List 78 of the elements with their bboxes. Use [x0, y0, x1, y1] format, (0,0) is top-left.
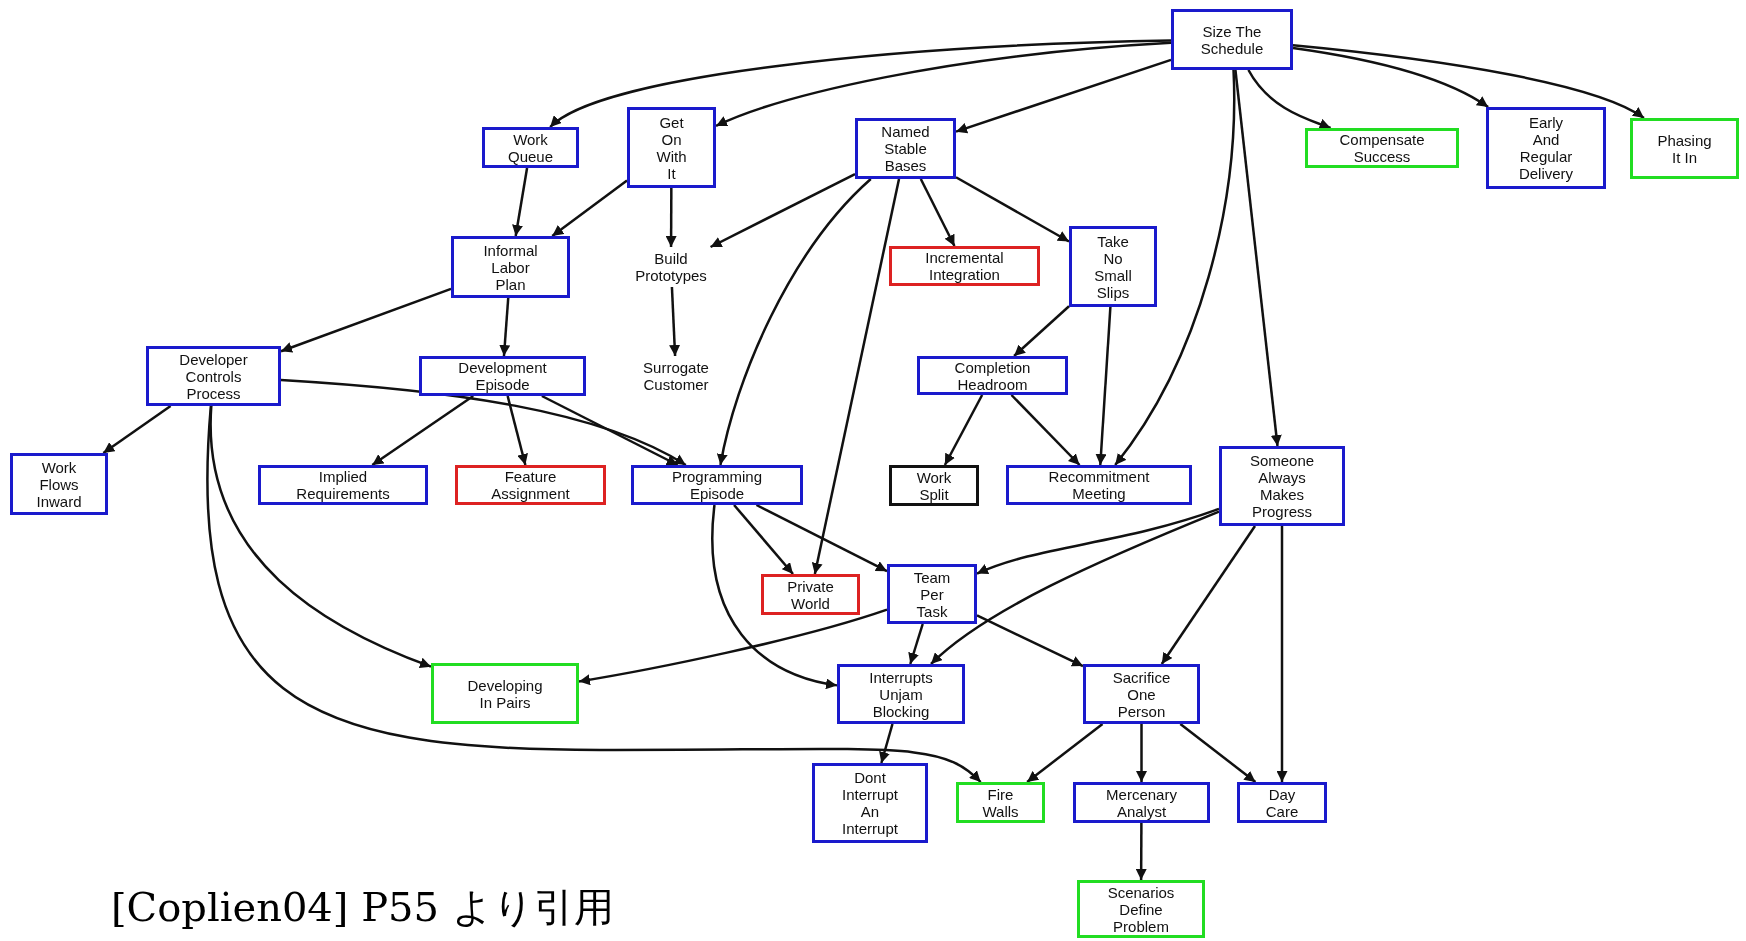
arrow: [908, 623, 924, 665]
arrow: [1135, 823, 1147, 880]
pattern-box: Private World: [761, 574, 860, 615]
arrow: [943, 394, 984, 466]
arrow: [1136, 724, 1147, 782]
arrow: [371, 394, 474, 467]
arrow: [976, 614, 1084, 668]
arrow: [549, 39, 1172, 128]
pattern-box: Recommitment Meeting: [1006, 465, 1192, 505]
arrow: [506, 395, 528, 466]
arrow: [955, 176, 1070, 243]
arrow: [541, 394, 679, 467]
pattern-box: Informal Labor Plan: [451, 236, 570, 298]
pattern-box: Work Split: [889, 465, 979, 506]
pattern-box: Sacrifice One Person: [1083, 664, 1200, 724]
arrow: [578, 608, 888, 686]
pattern-box: Compensate Success: [1305, 128, 1459, 168]
pattern-box: Size The Schedule: [1171, 9, 1293, 70]
arrow: [1276, 526, 1288, 782]
arrow: [280, 378, 687, 467]
arrow: [210, 406, 432, 668]
pattern-box: Programming Episode: [631, 465, 803, 505]
pattern-box: Implied Requirements: [258, 465, 428, 505]
citation-note: [Coplien04] P55 より引用: [111, 883, 614, 932]
pattern-box: Early And Regular Delivery: [1486, 107, 1606, 189]
arrow: [811, 178, 901, 575]
pattern-box: Development Episode: [419, 356, 586, 396]
pattern-box: Developer Controls Process: [146, 346, 281, 406]
arrow: [879, 723, 894, 764]
arrow: [710, 172, 856, 249]
arrow: [711, 504, 838, 689]
arrow: [733, 504, 794, 575]
arrow: [551, 179, 628, 237]
arrow: [280, 287, 452, 353]
pattern-box: Incremental Integration: [889, 246, 1040, 286]
pattern-box: Completion Headroom: [917, 356, 1068, 395]
arrow: [1114, 69, 1236, 466]
pattern-box: Feature Assignment: [455, 465, 606, 505]
arrow: [717, 178, 872, 466]
arrow: [976, 507, 1220, 575]
arrow: [512, 167, 529, 237]
pattern-box: Take No Small Slips: [1069, 226, 1157, 307]
arrow: [930, 510, 1220, 665]
arrow: [1179, 723, 1257, 783]
arrow: [669, 286, 681, 357]
arrow: [755, 503, 888, 573]
pattern-box: Mercenary Analyst: [1073, 782, 1210, 823]
arrow: [206, 405, 982, 783]
arrow: [1026, 723, 1104, 783]
pattern-label: Build Prototypes: [606, 247, 736, 287]
pattern-box: Fire Walls: [956, 782, 1045, 823]
arrow: [1234, 69, 1282, 447]
arrow: [665, 188, 677, 247]
arrow: [919, 178, 956, 247]
arrow: [102, 404, 172, 455]
pattern-box: Day Care: [1237, 782, 1327, 823]
pattern-box: Phasing It In: [1630, 118, 1739, 179]
arrow: [1160, 525, 1256, 665]
pattern-box: Get On With It: [627, 107, 716, 188]
arrow: [715, 41, 1172, 128]
arrow: [1247, 69, 1331, 130]
arrow: [1095, 306, 1112, 466]
arrow: [1292, 46, 1489, 109]
pattern-box: Team Per Task: [887, 564, 977, 624]
pattern-box: Work Queue: [482, 127, 579, 168]
arrow: [499, 297, 511, 357]
pattern-box: Dont Interrupt An Interrupt: [812, 763, 928, 843]
pattern-box: Interrupts Unjam Blocking: [837, 664, 965, 724]
pattern-label: Surrogate Customer: [616, 356, 736, 395]
arrow: [1013, 305, 1070, 357]
arrow: [1292, 44, 1645, 120]
pattern-box: Scenarios Define Problem: [1077, 880, 1205, 938]
pattern-box: Work Flows Inward: [10, 453, 108, 515]
pattern-box: Named Stable Bases: [855, 118, 956, 179]
pattern-box: Developing In Pairs: [431, 663, 579, 724]
arrow: [1010, 394, 1081, 466]
pattern-box: Someone Always Makes Progress: [1219, 446, 1345, 526]
arrow: [955, 58, 1172, 134]
